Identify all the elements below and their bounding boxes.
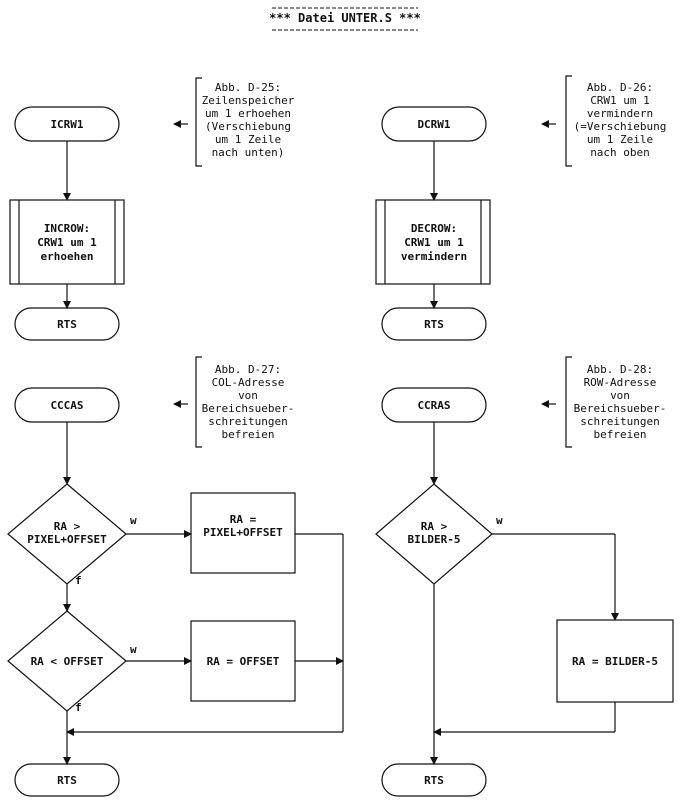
svg-text:Abb. D-28:: Abb. D-28: [587,363,653,376]
svg-text:schreitungen: schreitungen [208,415,287,428]
cccas-decision1-yes-label: w [130,514,137,527]
cccas-decision1-line2: PIXEL+OFFSET [27,533,107,546]
cccas-entry-label: CCCAS [50,399,83,412]
svg-text:nach unten): nach unten) [212,146,285,159]
dcrw1-call-line2: CRW1 um 1 [404,236,464,249]
icrw1-annotation: Abb. D-25: Zeilenspeicher um 1 erhoehen … [202,81,295,159]
svg-text:Bereichsueber-: Bereichsueber- [574,402,667,415]
ccras-flow: CCRAS RA > BILDER-5 w RA = BILDER-5 RTS … [375,356,674,797]
cccas-action1-line2: PIXEL+OFFSET [203,526,283,539]
svg-text:Zeilenspeicher: Zeilenspeicher [202,94,295,107]
icrw1-exit-label: RTS [57,318,77,331]
svg-text:COL-Adresse: COL-Adresse [212,376,285,389]
svg-text:CRW1 um 1: CRW1 um 1 [590,94,650,107]
svg-text:vermindern: vermindern [587,107,653,120]
dcrw1-subroutine-box [375,199,491,285]
dcrw1-annotation: Abb. D-26: CRW1 um 1 vermindern (=Versch… [574,81,667,159]
ccras-exit-label: RTS [424,774,444,787]
dcrw1-exit-terminal [381,307,487,341]
ccras-decision-line1: RA > [421,520,448,533]
svg-text:schreitungen: schreitungen [580,415,659,428]
ccras-exit-terminal [381,763,487,797]
cccas-flow: CCCAS RA > PIXEL+OFFSET w RA = PIXEL+OFF… [7,356,344,797]
ccras-action-label: RA = BILDER-5 [572,655,658,668]
ccras-decision-line2: BILDER-5 [408,533,461,546]
svg-text:von: von [610,389,630,402]
file-title: *** Datei UNTER.S *** [269,7,421,31]
cccas-decision2-label: RA < OFFSET [31,655,104,668]
svg-text:Abb. D-26:: Abb. D-26: [587,81,653,94]
dcrw1-call-line1: DECROW: [411,222,457,235]
dcrw1-entry-label: DCRW1 [417,118,450,131]
svg-text:um 1 Zeile: um 1 Zeile [587,133,653,146]
icrw1-exit-terminal [14,307,120,341]
icrw1-call-line2: CRW1 um 1 [37,236,97,249]
cccas-decision1-line1: RA > [54,520,81,533]
cccas-decision2-yes-label: w [130,643,137,656]
ccras-entry-label: CCRAS [417,399,450,412]
ccras-decision-yes-label: w [496,514,503,527]
svg-text:Bereichsueber-: Bereichsueber- [202,402,295,415]
cccas-action1-box [190,492,296,574]
icrw1-flow: ICRW1 INCROW: CRW1 um 1 erhoehen RTS Abb… [9,77,295,341]
file-title-text: *** Datei UNTER.S *** [269,11,421,25]
svg-text:Abb. D-27:: Abb. D-27: [215,363,281,376]
svg-text:von: von [238,389,258,402]
dcrw1-flow: DCRW1 DECROW: CRW1 um 1 vermindern RTS A… [375,75,667,341]
icrw1-call-line3: erhoehen [41,250,94,263]
ccras-annotation: Abb. D-28: ROW-Adresse von Bereichsueber… [574,363,667,441]
cccas-decision2-no-label: f [75,701,82,714]
icrw1-entry-label: ICRW1 [50,118,83,131]
svg-text:nach oben: nach oben [590,146,650,159]
cccas-exit-label: RTS [57,774,77,787]
dcrw1-call-line3: vermindern [401,250,467,263]
svg-text:(Verschiebung: (Verschiebung [205,120,291,133]
cccas-action2-label: RA = OFFSET [207,655,280,668]
cccas-action1-line1: RA = [230,513,257,526]
svg-text:befreien: befreien [222,428,275,441]
svg-text:um 1 Zeile: um 1 Zeile [215,133,281,146]
cccas-exit-terminal [14,763,120,797]
svg-text:ROW-Adresse: ROW-Adresse [584,376,657,389]
svg-text:befreien: befreien [594,428,647,441]
icrw1-call-line1: INCROW: [44,222,90,235]
svg-text:(=Verschiebung: (=Verschiebung [574,120,667,133]
dcrw1-exit-label: RTS [424,318,444,331]
cccas-decision1-no-label: f [75,574,82,587]
cccas-annotation: Abb. D-27: COL-Adresse von Bereichsueber… [202,363,295,441]
svg-text:Abb. D-25:: Abb. D-25: [215,81,281,94]
svg-text:um 1 erhoehen: um 1 erhoehen [205,107,291,120]
